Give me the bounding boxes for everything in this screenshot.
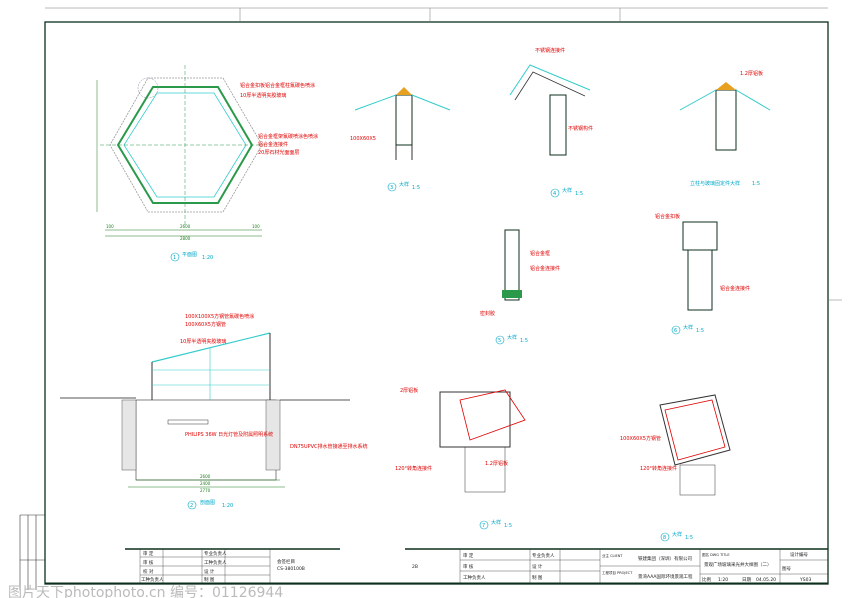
section-dim: 2770 [200,488,211,493]
tb-label: 审 定 [463,552,474,559]
tb-sheet: YS03 [799,577,811,583]
tb-label: 设 计 [204,568,215,575]
detail-title: 剖面图 [200,499,215,506]
detail-number: 1 [173,255,176,261]
plan-note: 铝合金扣板铝合金框柱氟碳色喷涂 [240,82,315,89]
detail-scale: 1:20 [202,255,213,261]
detail-4: 不锈钢连接件 不锈钢构件 4 大样 1:5 [509,47,593,198]
tb-label: 比例 [702,576,711,583]
tb-label: 业主 CLIENT [602,553,623,558]
plan-note: 10厚半透明夹胶玻璃 [240,92,286,99]
svg-text:铝合金框: 铝合金框 [530,250,550,257]
detail-title: 立柱与玻璃固定件大样 [690,180,740,187]
title-block: 审 定 专业负责人 审 核 工种负责人 校 对 设 计 工种负责人 制 图 会签… [45,548,828,584]
section-note: PHILIPS 36W 日光灯管及附属照明系统 [185,431,273,438]
plan-note: 铝合金连接件 [258,141,288,148]
detail-3: 100X60X5 3 大样 1:5 [350,87,451,192]
detail-title: 大样 [491,519,501,526]
tb-client: 铁建集团（深圳）有限公司 [638,555,692,562]
svg-text:铝合金连接件: 铝合金连接件 [720,285,750,292]
detail-title: 大样 [672,531,682,538]
detail-scale: 1:5 [575,191,583,197]
tb-label: 设 计 [532,563,543,570]
detail-number: 4 [553,191,556,197]
tb-label: 专业负责人 [532,552,555,559]
svg-text:不锈钢构件: 不锈钢构件 [568,125,593,132]
tb-label: 日期 [742,577,751,583]
tb-label: 专业负责人 [204,550,227,557]
plan-dim: 2600 [180,224,191,229]
detail-number: 5 [498,338,501,344]
svg-text:密封胶: 密封胶 [480,310,495,317]
svg-text:120°转角连接件: 120°转角连接件 [640,465,677,472]
detail-scale: 1:20 [222,503,233,509]
svg-text:不锈钢连接件: 不锈钢连接件 [535,47,565,54]
tb-label: 校 对 [143,568,154,575]
detail-title: 大样 [562,187,572,194]
section-note: 100X60X5方钢管 [185,321,226,328]
tb-label: 制 图 [204,576,215,583]
tb-label: 设计编号 [790,551,808,558]
tb-project: 景湾AAA国际环境景观工程 [638,573,693,580]
tb-label: 工种负责人 [463,574,486,581]
svg-text:铝合金扣板: 铝合金扣板 [655,213,680,220]
tb-mid-label: 2B [412,564,418,570]
plan-note: 铝合金框架氟碳喷涂色喷涂 [258,133,318,140]
detail-number: 8 [663,535,666,541]
detail-2-section: 100X100X5方钢管氟碳色喷涂 100X60X5方钢管 10厚半透明夹胶玻璃… [60,313,368,510]
detail-scale: 1:5 [696,328,704,334]
tb-label: 图名 DWG TITLE [702,552,730,557]
detail-column-fixing: 1.2厚铝板 立柱与玻璃固定件大样 1:5 [679,70,771,187]
tb-code: CS-380100B [277,566,305,572]
svg-text:铝合金连接件: 铝合金连接件 [530,265,560,272]
detail-1-plan-hexagon: 铝合金扣板铝合金框柱氟碳色喷涂 10厚半透明夹胶玻璃 铝合金框架氟碳喷涂色喷涂 … [96,65,318,262]
svg-text:120°转角连接件: 120°转角连接件 [395,465,432,472]
tb-date: 04.05.20 [756,577,776,583]
detail-7: 2厚铝板 120°转角连接件 1.2厚铝板 7 大样 1:5 [395,387,526,530]
detail-scale: 1:5 [752,181,760,187]
svg-text:1.2厚铝板: 1.2厚铝板 [485,460,508,467]
tb-label: 审 核 [463,563,474,570]
watermark: 图片天下photophoto.cn 编号：01126944 [8,585,283,598]
detail-number: 7 [482,523,485,529]
svg-text:100X60X5方钢管: 100X60X5方钢管 [620,435,661,442]
tb-label: 工种负责人 [204,559,227,566]
detail-title: 大样 [399,181,409,188]
detail-number: 2 [190,503,193,509]
detail-8: 100X60X5方钢管 120°转角连接件 8 大样 1:5 [620,394,731,542]
svg-text:100X60X5: 100X60X5 [350,136,376,142]
detail-scale: 1:5 [685,535,693,541]
detail-number: 3 [390,185,393,191]
tb-label: 审 定 [143,550,154,557]
svg-text:1.2厚铝板: 1.2厚铝板 [740,70,763,77]
detail-scale: 1:5 [412,185,420,191]
tb-drawing-title: 景观广场玻璃采光井大样图（二） [704,561,772,568]
section-note: DN75UPVC排水管接通至排水系统 [290,443,368,450]
detail-title: 大样 [507,334,517,341]
plan-dim: 100 [252,224,260,229]
tb-label: 工程项目 PROJECT [602,570,633,575]
tb-label: 审 核 [143,559,154,566]
section-note: 10厚半透明夹胶玻璃 [180,338,226,345]
detail-number: 6 [674,328,677,334]
svg-text:2厚铝板: 2厚铝板 [400,387,418,394]
plan-dim: 2800 [180,236,191,241]
detail-title: 平面图 [182,252,197,258]
sheet-frame [19,7,842,590]
detail-5: 铝合金框 铝合金连接件 密封胶 5 大样 1:5 [480,229,560,345]
tb-label: 工种负责人 [141,576,164,583]
section-dim: 2400 [200,481,211,486]
section-dim: 2600 [200,474,211,479]
detail-title: 大样 [683,324,693,331]
plan-note: 20厚石材光面面层 [258,149,299,156]
tb-label: 图号 [782,566,791,572]
tb-stamp: 会签栏目 [277,558,295,565]
tb-label: 制 图 [532,574,543,581]
plan-dim: 100 [106,224,114,229]
detail-scale: 1:5 [520,338,528,344]
detail-6: 铝合金扣板 铝合金连接件 6 大样 1:5 [655,213,750,335]
section-note: 100X100X5方钢管氟碳色喷涂 [185,313,254,320]
tb-scale: 1:20 [718,577,728,583]
detail-scale: 1:5 [504,523,512,529]
